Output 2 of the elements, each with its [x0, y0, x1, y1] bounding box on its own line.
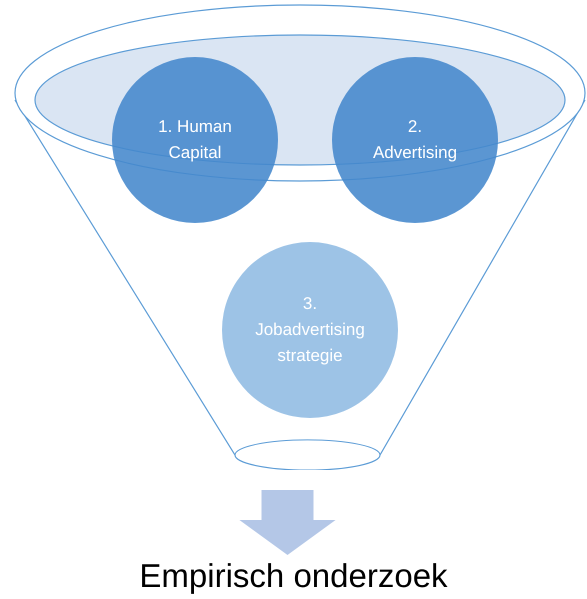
result-label: Empirisch onderzoek	[139, 556, 448, 596]
down-arrow	[239, 490, 336, 555]
